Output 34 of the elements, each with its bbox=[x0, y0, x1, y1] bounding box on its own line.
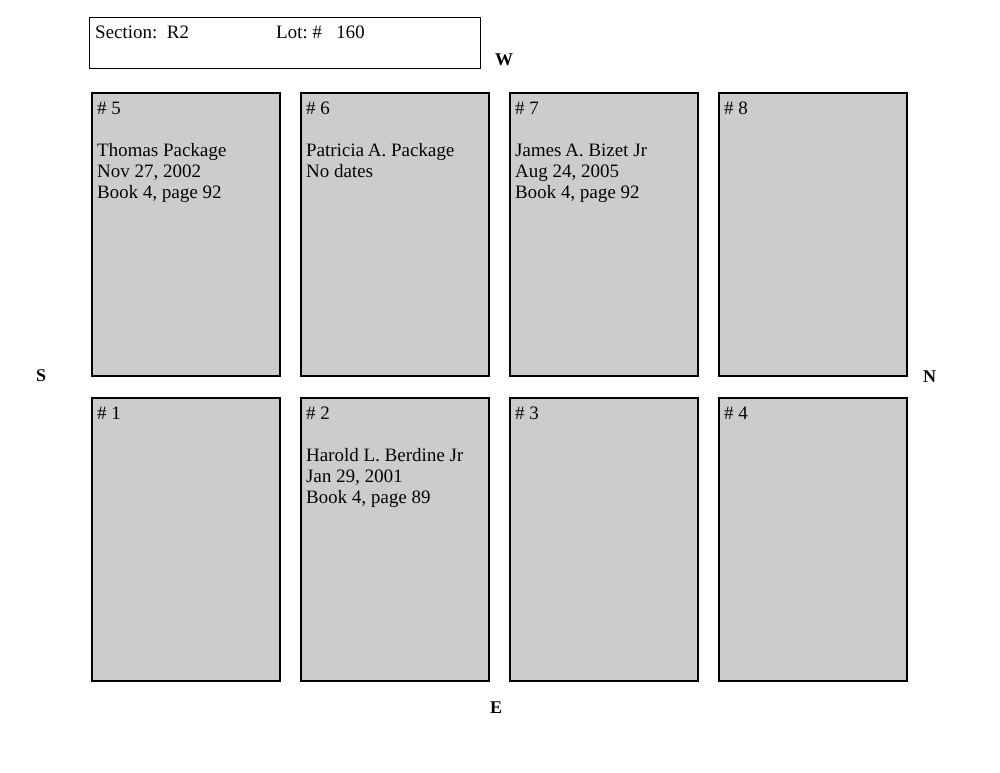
burial-record: No dates bbox=[306, 161, 374, 182]
compass-direction: S bbox=[36, 365, 46, 386]
grave-plot bbox=[509, 92, 699, 377]
plot-number: # 6 bbox=[306, 98, 331, 119]
burial-record: Patricia A. Package bbox=[306, 140, 456, 161]
burial-record: Book 4, page 92 bbox=[515, 182, 641, 203]
header-box bbox=[89, 17, 481, 69]
grave-plot bbox=[509, 397, 699, 682]
plot-number: # 3 bbox=[515, 403, 540, 424]
compass-direction: N bbox=[923, 366, 936, 387]
burial-record: Thomas Package bbox=[97, 140, 228, 161]
burial-record: Aug 24, 2005 bbox=[515, 161, 620, 182]
grave-plot bbox=[91, 92, 281, 377]
plot-number: # 8 bbox=[724, 98, 749, 119]
grave-plot bbox=[300, 92, 490, 377]
plot-number: # 4 bbox=[724, 403, 749, 424]
burial-record: Book 4, page 89 bbox=[306, 487, 432, 508]
burial-record: Nov 27, 2002 bbox=[97, 161, 202, 182]
burial-record: Book 4, page 92 bbox=[97, 182, 223, 203]
plot-number: # 2 bbox=[306, 403, 331, 424]
grave-plot bbox=[718, 92, 908, 377]
grave-plot bbox=[718, 397, 908, 682]
compass-direction: W bbox=[495, 49, 513, 70]
burial-record: James A. Bizet Jr bbox=[515, 140, 648, 161]
burial-record: Harold L. Berdine Jr bbox=[306, 445, 464, 466]
lot-label: Lot: # 160 bbox=[276, 22, 365, 44]
burial-record: Jan 29, 2001 bbox=[306, 466, 404, 487]
plot-number: # 7 bbox=[515, 98, 540, 119]
plot-number: # 1 bbox=[97, 403, 122, 424]
plot-number: # 5 bbox=[97, 98, 122, 119]
section-label: Section: R2 bbox=[95, 22, 189, 44]
grave-plot bbox=[91, 397, 281, 682]
compass-direction: E bbox=[490, 697, 502, 718]
grave-plot bbox=[300, 397, 490, 682]
